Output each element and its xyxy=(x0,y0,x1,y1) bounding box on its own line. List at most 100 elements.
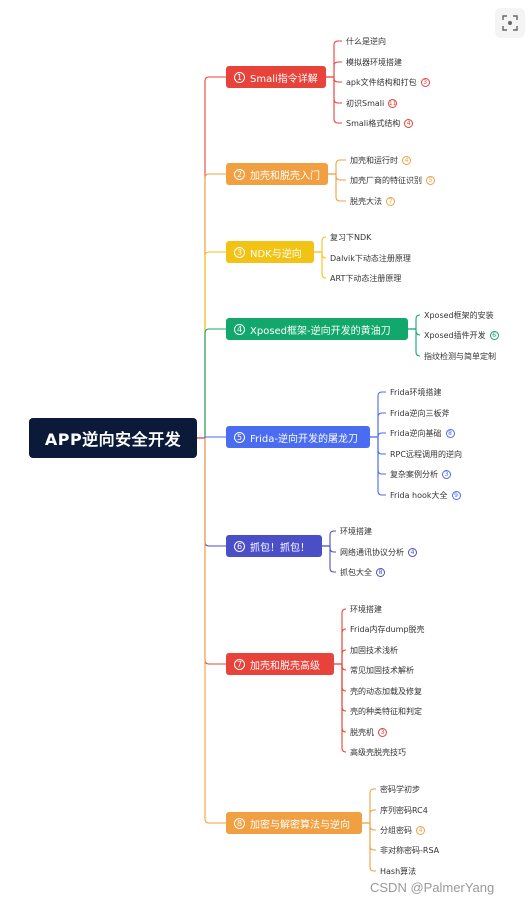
branch-label: NDK与逆向 xyxy=(250,248,302,260)
leaf-item[interactable]: 高级壳脱壳技巧 xyxy=(350,746,406,758)
leaf-item[interactable]: 加壳厂商的特征识别 5 xyxy=(350,174,435,186)
branch-label: 加壳和脱壳高级 xyxy=(250,660,320,672)
leaf-connector xyxy=(341,649,347,664)
watermark: CSDN @PalmerYang xyxy=(370,880,495,895)
leaf-connector xyxy=(369,788,376,823)
leaf-item[interactable]: 常见加固技术解析 xyxy=(350,664,414,676)
leaf-item[interactable]: 非对称密码-RSA xyxy=(380,844,439,856)
leaf-item[interactable]: 环境搭建 xyxy=(340,525,372,537)
leaf-connector xyxy=(377,437,386,496)
leaf-connector xyxy=(341,608,347,664)
count-badge[interactable]: 3 xyxy=(420,77,430,87)
root-node[interactable]: APP逆向安全开发 xyxy=(29,418,197,458)
leaf-label: Xposed框架的安装 xyxy=(424,310,494,320)
branch-node-3[interactable]: 3 NDK与逆向 xyxy=(226,241,314,263)
leaf-item[interactable]: 抓包大全 8 xyxy=(340,566,385,578)
count-badge[interactable]: 9 xyxy=(451,490,461,500)
scan-icon[interactable] xyxy=(495,8,525,38)
count-badge[interactable]: 11 xyxy=(388,98,398,108)
leaf-item[interactable]: 加壳和运行时 4 xyxy=(350,154,411,166)
leaf-connector xyxy=(369,823,376,851)
leaf-connector xyxy=(335,159,346,174)
leaf-connector xyxy=(333,77,342,83)
count-badge[interactable]: 4 xyxy=(404,118,414,128)
leaf-connector xyxy=(321,252,327,279)
leaf-connector xyxy=(369,823,376,831)
leaf-item[interactable]: Frida内存dump脱壳 xyxy=(350,623,425,635)
branch-number: 4 xyxy=(234,323,245,335)
trunk-connector xyxy=(204,173,226,438)
leaf-connector xyxy=(415,329,421,336)
leaf-connector xyxy=(341,664,347,671)
leaf-item[interactable]: 壳的种类特征和判定 xyxy=(350,705,422,717)
branch-label: 抓包！抓包！ xyxy=(250,542,310,554)
branch-label: 加壳和脱壳入门 xyxy=(250,170,320,182)
leaf-connector xyxy=(377,432,386,438)
leaf-item[interactable]: 壳的动态加载及修复 xyxy=(350,685,422,697)
branch-label: Smali指令详解 xyxy=(250,73,318,85)
leaf-connector xyxy=(335,174,346,181)
leaf-item[interactable]: 复杂案例分析 3 xyxy=(390,468,451,480)
leaf-label: RPC远程调用的逆向 xyxy=(390,449,462,459)
leaf-label: Frida hook大全 xyxy=(390,490,448,500)
leaf-label: 抓包大全 xyxy=(340,567,372,577)
leaf-label: 复杂案例分析 xyxy=(390,469,438,479)
leaf-item[interactable]: 环境搭建 xyxy=(350,603,382,615)
count-badge[interactable]: 4 xyxy=(416,825,425,835)
leaf-label: 加壳厂商的特征识别 xyxy=(350,175,422,185)
count-badge[interactable]: 6 xyxy=(489,330,499,340)
leaf-item[interactable]: 模拟器环境搭建 xyxy=(346,56,402,68)
count-badge[interactable]: 4 xyxy=(402,155,411,165)
leaf-connector xyxy=(377,412,386,437)
leaf-item[interactable]: 什么是逆向 xyxy=(346,35,386,47)
leaf-item[interactable]: Hash算法 xyxy=(380,865,416,877)
count-badge[interactable]: 8 xyxy=(445,428,455,438)
leaf-item[interactable]: 序列密码RC4 xyxy=(380,804,428,816)
leaf-item[interactable]: Frida环境搭建 xyxy=(390,386,442,398)
leaf-label: 高级壳脱壳技巧 xyxy=(350,747,406,757)
leaf-item[interactable]: RPC远程调用的逆向 xyxy=(390,448,462,460)
leaf-label: 密码学初步 xyxy=(380,784,420,794)
leaf-item[interactable]: 密码学初步 xyxy=(380,783,420,795)
count-badge[interactable]: 8 xyxy=(376,567,385,577)
leaf-item[interactable]: ART下动态注册原理 xyxy=(330,272,401,284)
leaf-label: 壳的动态加载及修复 xyxy=(350,686,422,696)
leaf-label: 什么是逆向 xyxy=(346,36,386,46)
count-badge[interactable]: 3 xyxy=(442,469,451,479)
leaf-item[interactable]: Xposed框架的安装 xyxy=(424,309,494,321)
branch-number: 8 xyxy=(234,817,245,829)
branch-label: Frida-逆向开发的屠龙刀 xyxy=(250,433,358,445)
leaf-label: 加壳和运行时 xyxy=(350,155,398,165)
leaf-item[interactable]: Frida逆向三板斧 xyxy=(390,407,450,419)
leaf-label: ART下动态注册原理 xyxy=(330,273,402,283)
leaf-label: 常见加固技术解析 xyxy=(350,665,414,675)
leaf-item[interactable]: Dalvik下动态注册原理 xyxy=(330,252,411,264)
leaf-item[interactable]: 指纹检测与简单定制 xyxy=(424,350,496,362)
count-badge[interactable]: 3 xyxy=(378,727,387,737)
trunk-connector xyxy=(204,328,226,438)
count-badge[interactable]: 7 xyxy=(386,196,395,206)
leaf-item[interactable]: 加固技术浅析 xyxy=(350,644,398,656)
branch-number: 3 xyxy=(234,246,245,258)
leaf-item[interactable]: 复习下NDK xyxy=(330,231,371,243)
count-badge[interactable]: 4 xyxy=(408,547,417,557)
count-badge[interactable]: 5 xyxy=(426,175,435,185)
